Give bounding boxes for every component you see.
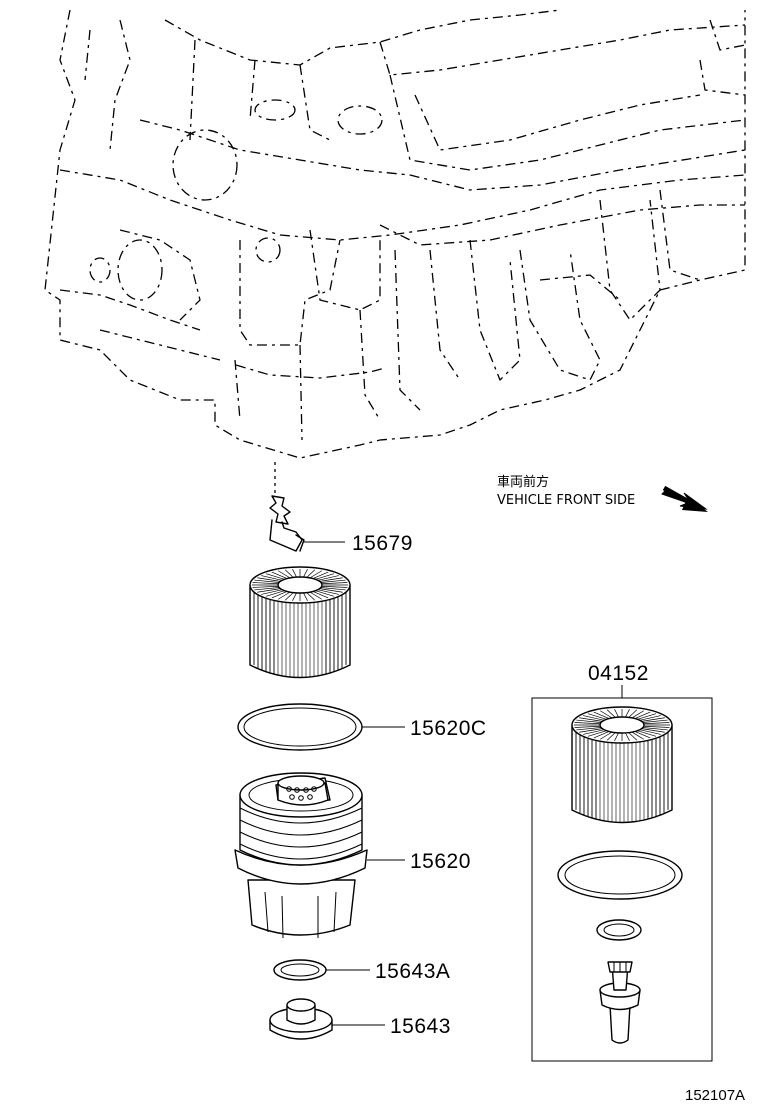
filter-pleat-top (319, 588, 343, 593)
filter-pleat-top (639, 729, 661, 735)
filter-pleat-top (583, 729, 605, 735)
filter-pleat-top (643, 725, 670, 728)
filter-pleat-top (303, 592, 308, 601)
filter-pleat-top (606, 709, 616, 718)
filter-pleat-top (257, 588, 281, 593)
filter-pleat-top (637, 730, 657, 737)
part-label-15620c: 15620C (410, 717, 487, 740)
filter-pleat-top (309, 591, 322, 600)
filter-cap-15620 (234, 772, 405, 939)
front-direction-arrow (661, 485, 708, 512)
filter-pleat-top (631, 731, 644, 740)
o-ring-15620c (237, 703, 405, 751)
filter-pleat-top (631, 710, 644, 719)
filter-pleat-top (257, 577, 281, 582)
filter-pleat-top (292, 569, 297, 578)
filter-pleat-top (641, 728, 665, 733)
filter-pleat-top (587, 730, 607, 737)
filter-pleat-top (634, 731, 651, 739)
filter-pleat-top (579, 728, 603, 733)
filter-pleat-top (579, 717, 603, 722)
filter-pleat-top (628, 709, 638, 718)
filter-pleat-top (321, 585, 348, 588)
filter-pleat-top (625, 732, 630, 741)
filter-pleat-top (292, 592, 297, 601)
filter-pleat-top (320, 587, 346, 591)
filter-pleat-top (642, 719, 668, 723)
filter-pleat-top (319, 577, 343, 582)
filter-pleat-top (628, 732, 638, 741)
filter-pleat-top (312, 571, 329, 579)
part-label-15620: 15620 (410, 850, 471, 873)
filter-pleat-top (320, 579, 346, 583)
filter-pleat-top (639, 715, 661, 721)
filter-pleat-top (315, 573, 335, 580)
filter-pleat-top (265, 590, 285, 597)
direction-note-jp: 車両前方 (497, 474, 549, 490)
filter-pleat-top (261, 575, 283, 581)
filter-pleat-top (321, 582, 348, 585)
filter-pleat-top (252, 582, 279, 585)
filter-pleat-top (637, 713, 657, 720)
filter-pleat-top (587, 713, 607, 720)
drain-plug-15643 (269, 998, 385, 1040)
engine-block-phantom (44, 9, 746, 495)
filter-pleat-top (583, 715, 605, 721)
filter-pleat-top (284, 592, 294, 601)
filter-pleat-top (643, 722, 670, 725)
filter-pleat-top (625, 709, 630, 718)
gasket-15643a (273, 959, 370, 981)
filter-pleat-top (306, 592, 316, 601)
filter-pleat-top (271, 571, 288, 579)
filter-pleat-top (252, 585, 279, 588)
filter-pleat-top (574, 725, 601, 728)
filter-pleat-top (593, 731, 610, 739)
filter-pleat-top (641, 717, 665, 722)
filter-pleat-top (278, 591, 291, 600)
filter-pleat-top (593, 711, 610, 719)
filter-pleat-top (614, 709, 619, 718)
part-label-15643a: 15643A (375, 960, 450, 983)
filter-pleat-top (576, 727, 602, 731)
part-label-15643: 15643 (390, 1015, 451, 1038)
filter-pleat-top (312, 591, 329, 599)
part-15679-drawing (269, 495, 345, 552)
direction-note-en: VEHICLE FRONT SIDE (497, 493, 635, 508)
kit-label-04152: 04152 (588, 662, 649, 685)
filter-pleat-top (315, 590, 335, 597)
kit-04152-box (531, 685, 713, 1062)
filter-pleat-top (271, 591, 288, 599)
filter-pleat-top (600, 710, 613, 719)
filter-pleat-top (600, 731, 613, 740)
filter-pleat-top (284, 569, 294, 578)
filter-pleat-top (606, 732, 616, 741)
filter-pleat-top (254, 587, 280, 591)
filter-pleat-top (317, 575, 339, 581)
filter-pleat-top (278, 570, 291, 579)
filter-pleat-top (614, 732, 619, 741)
filter-pleat-top (317, 589, 339, 595)
filter-pleat-top (576, 719, 602, 723)
filter-pleat-top (642, 727, 668, 731)
filter-pleat-top (303, 569, 308, 578)
part-label-15679: 15679 (352, 532, 413, 555)
filter-pleat-top (254, 579, 280, 583)
filter-pleat-top (634, 711, 651, 719)
filter-pleat-top (265, 573, 285, 580)
drawing-code: 152107A (685, 1087, 745, 1104)
filter-pleat-top (574, 722, 601, 725)
filter-pleat-top (309, 570, 322, 579)
oil-filter-element (249, 566, 351, 679)
filter-pleat-top (261, 589, 283, 595)
filter-pleat-top (306, 569, 316, 578)
